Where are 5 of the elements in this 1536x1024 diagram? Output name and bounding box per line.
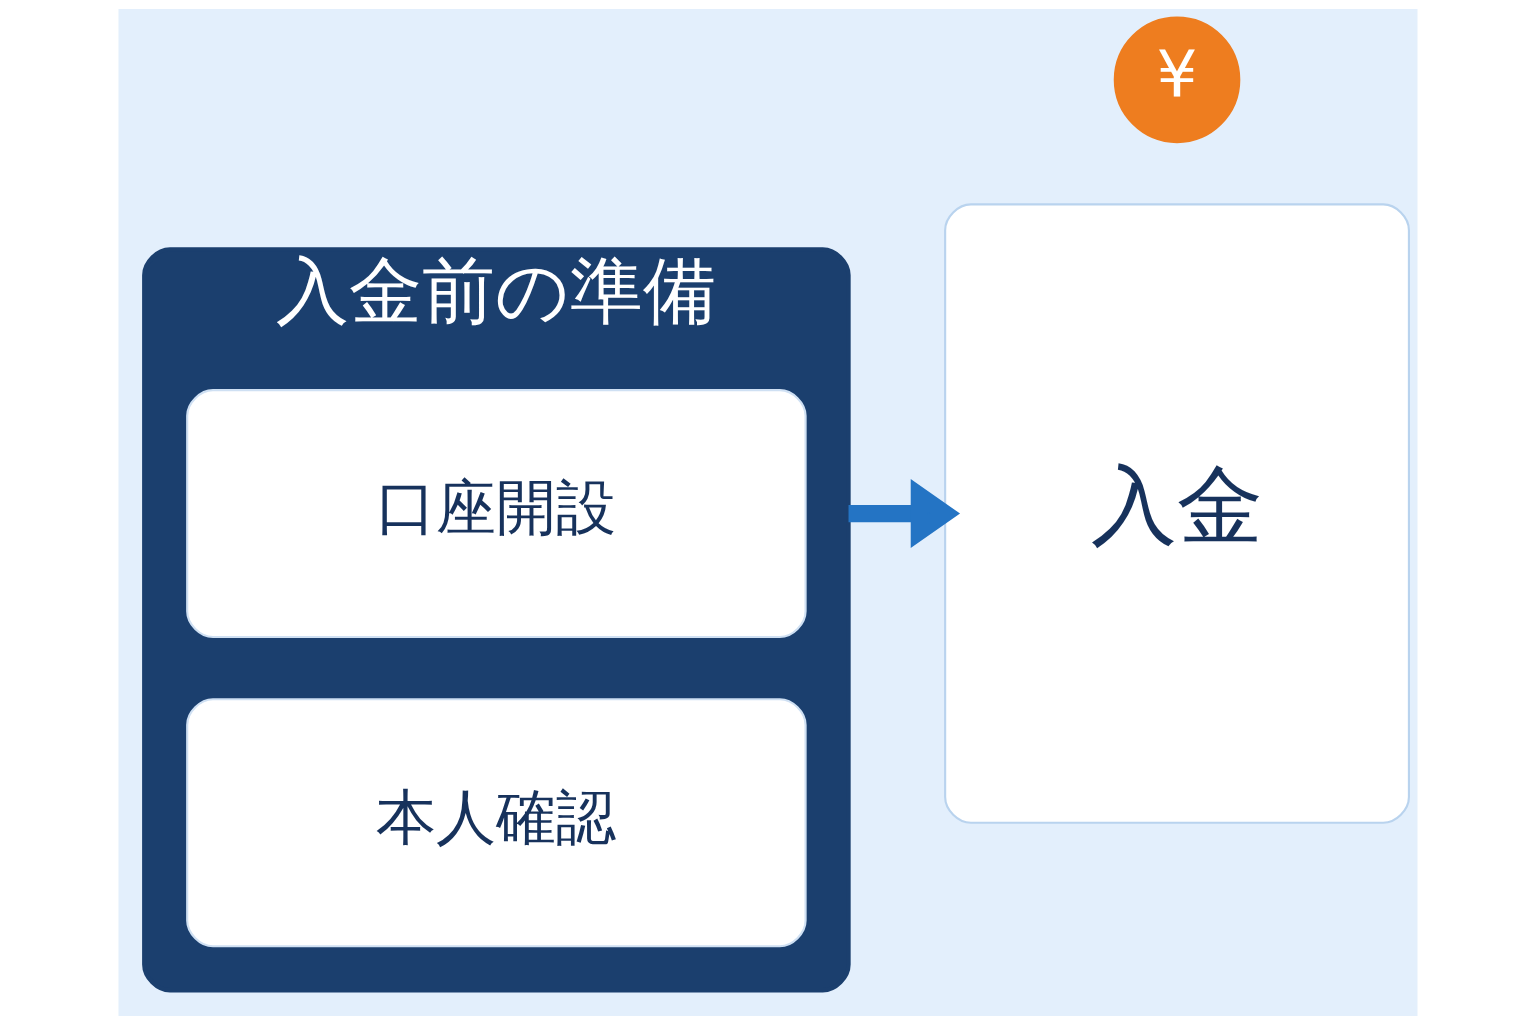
node-box: 口座開設 [186,388,807,638]
arrow [848,478,961,548]
node-box: 入金 [944,202,1410,824]
label: ¥ [1156,35,1198,111]
node-box: 本人確認 [186,697,807,947]
